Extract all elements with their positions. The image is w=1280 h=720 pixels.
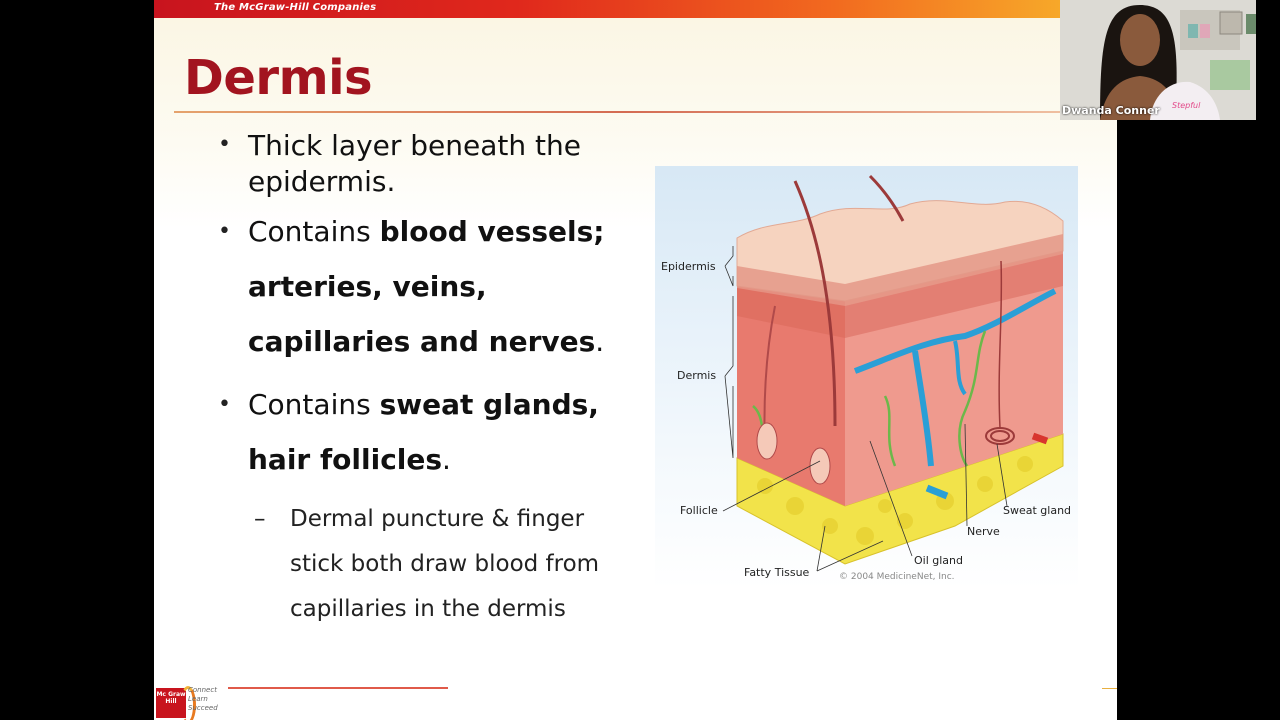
bullet-text-suffix: . xyxy=(595,325,605,358)
participant-video-feed: Stepful xyxy=(1060,0,1256,120)
header-brand-text: The McGraw-Hill Companies xyxy=(214,2,377,13)
bullet-dot-icon: • xyxy=(218,219,231,244)
skin-cross-section-illustration xyxy=(722,174,1064,572)
label-nerve: Nerve xyxy=(967,525,1000,538)
sub-bullet-text: Dermal puncture & finger stick both draw… xyxy=(290,506,600,622)
bullet-item: • Thick layer beneath the epidermis. xyxy=(218,128,638,200)
skin-diagram: Epidermis Dermis Follicle Fatty Tissue O… xyxy=(655,166,1078,589)
label-sweat-gland: Sweat gland xyxy=(1003,504,1072,517)
title-divider xyxy=(174,111,1074,113)
footer-divider-right xyxy=(1102,688,1117,689)
participant-name: Dwanda Conner xyxy=(1062,104,1160,117)
bullet-item: • Contains sweat glands, hair follicles. xyxy=(218,377,638,487)
tagline-line: Connect xyxy=(188,686,217,694)
logo-text: Mc Graw Hill xyxy=(156,691,186,705)
logo-tagline: Connect Learn Succeed xyxy=(188,686,218,713)
footer-divider xyxy=(228,687,448,689)
shirt-logo-text: Stepful xyxy=(1172,101,1201,110)
bullet-text-prefix: Contains xyxy=(248,388,380,421)
label-epidermis: Epidermis xyxy=(661,260,716,273)
bullet-text-bold: blood vessels; arteries, veins, capillar… xyxy=(248,215,605,358)
label-oil-gland: Oil gland xyxy=(914,554,964,567)
bullet-text-bold: sweat glands, hair follicles xyxy=(248,388,599,476)
bullet-text: Thick layer beneath the epidermis. xyxy=(248,129,581,198)
bullet-list: • Thick layer beneath the epidermis. • C… xyxy=(218,128,638,487)
bullet-text-prefix: Contains xyxy=(248,215,380,248)
bullet-dot-icon: • xyxy=(218,392,231,417)
tagline-line: Learn xyxy=(188,695,208,703)
bullet-dot-icon: • xyxy=(218,132,231,157)
label-dermis: Dermis xyxy=(677,369,717,382)
header-bar: The McGraw-Hill Companies xyxy=(154,0,1060,18)
logo-ring-icon xyxy=(180,686,196,720)
label-fatty-tissue: Fatty Tissue xyxy=(744,566,810,579)
dash-icon: – xyxy=(254,506,266,532)
slide-title: Dermis xyxy=(184,50,373,106)
presentation-slide: The McGraw-Hill Companies Dermis • Thick… xyxy=(154,0,1117,720)
participant-video-tile[interactable]: Stepful Dwanda Conner xyxy=(1060,0,1256,120)
diagram-copyright: © 2004 MedicineNet, Inc. xyxy=(839,572,955,582)
sub-bullet-item: – Dermal puncture & finger stick both dr… xyxy=(254,497,620,632)
bullet-item: • Contains blood vessels; arteries, vein… xyxy=(218,204,638,369)
bullet-text-suffix: . xyxy=(442,443,451,476)
tagline-line: Succeed xyxy=(188,704,218,712)
label-follicle: Follicle xyxy=(680,504,718,517)
